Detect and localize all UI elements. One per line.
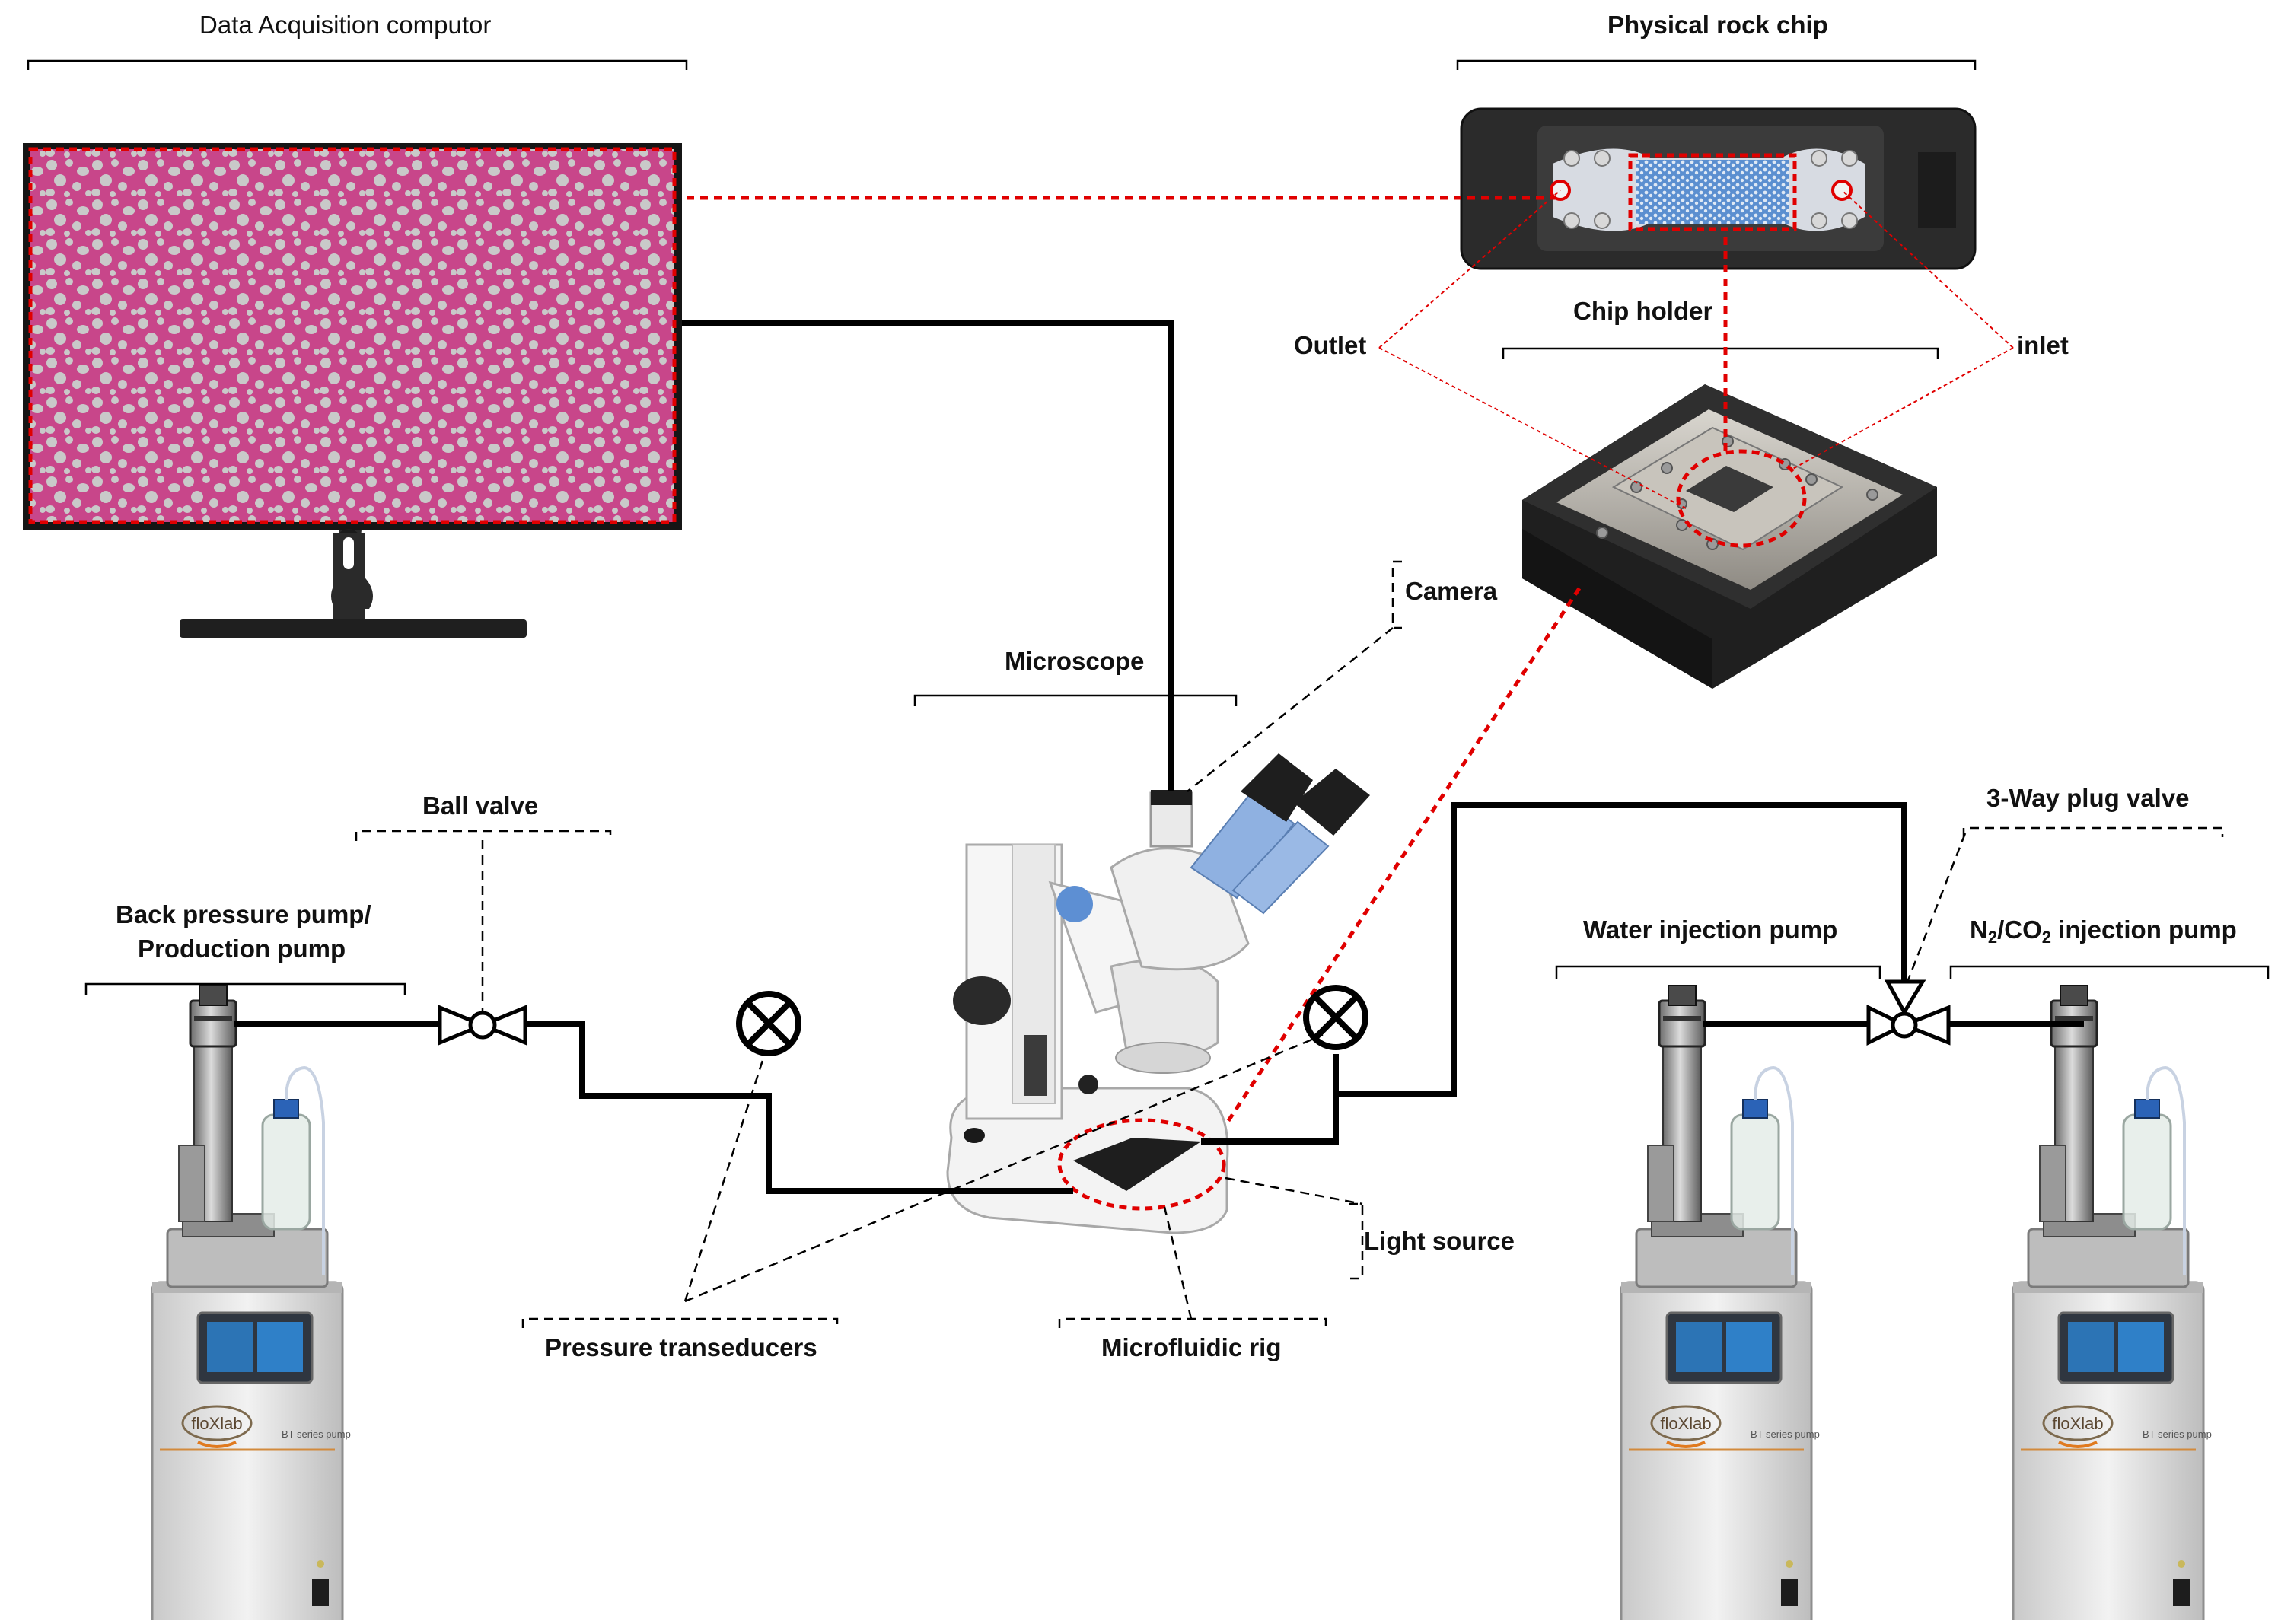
label-microscope: Microscope [1005, 647, 1145, 675]
label-light-source: Light source [1364, 1227, 1515, 1255]
label-microfluidic-rig: Microfluidic rig [1101, 1333, 1282, 1361]
piping [234, 320, 2084, 1194]
label-ball-valve: Ball valve [422, 791, 539, 820]
bracket-gas-pump [1949, 965, 2270, 979]
pressure-transducer-left [736, 991, 801, 1056]
label-data-acquisition: Data Acquisition computor [199, 11, 492, 39]
label-physical-rock-chip: Physical rock chip [1607, 11, 1828, 39]
bracket-water-pump [1555, 965, 1881, 979]
bracket-chip-holder [1502, 347, 1939, 359]
label-back-pressure-line1: Back pressure pump/ [116, 900, 371, 928]
pressure-transducer-right [1303, 985, 1368, 1050]
label-three-way-valve: 3-Way plug valve [1986, 784, 2190, 812]
label-back-pressure-line2: Production pump [138, 935, 346, 963]
label-gas-pump: N2/CO2 injection pump [1970, 915, 2237, 947]
physical-rock-chip [1460, 107, 1977, 270]
label-water-pump: Water injection pump [1583, 915, 1838, 944]
label-chip-holder: Chip holder [1573, 297, 1713, 325]
bracket-back-pressure [84, 982, 406, 995]
label-camera: Camera [1405, 577, 1498, 605]
three-way-plug-valve [1866, 979, 1951, 1046]
callout-lines [355, 560, 2224, 1328]
label-outlet: Outlet [1294, 331, 1367, 359]
label-pressure-transducers: Pressure transeducers [545, 1333, 817, 1361]
bracket-physical-rock-chip [1456, 59, 1977, 70]
ball-valve [438, 1005, 527, 1046]
label-inlet: inlet [2017, 331, 2069, 359]
bracket-microscope [913, 694, 1238, 706]
data-acquisition-monitor [23, 143, 682, 638]
bracket-data-acquisition [27, 59, 688, 70]
chip-holder [1522, 384, 1937, 689]
microscope [946, 753, 1370, 1234]
red-links [687, 189, 2014, 1141]
